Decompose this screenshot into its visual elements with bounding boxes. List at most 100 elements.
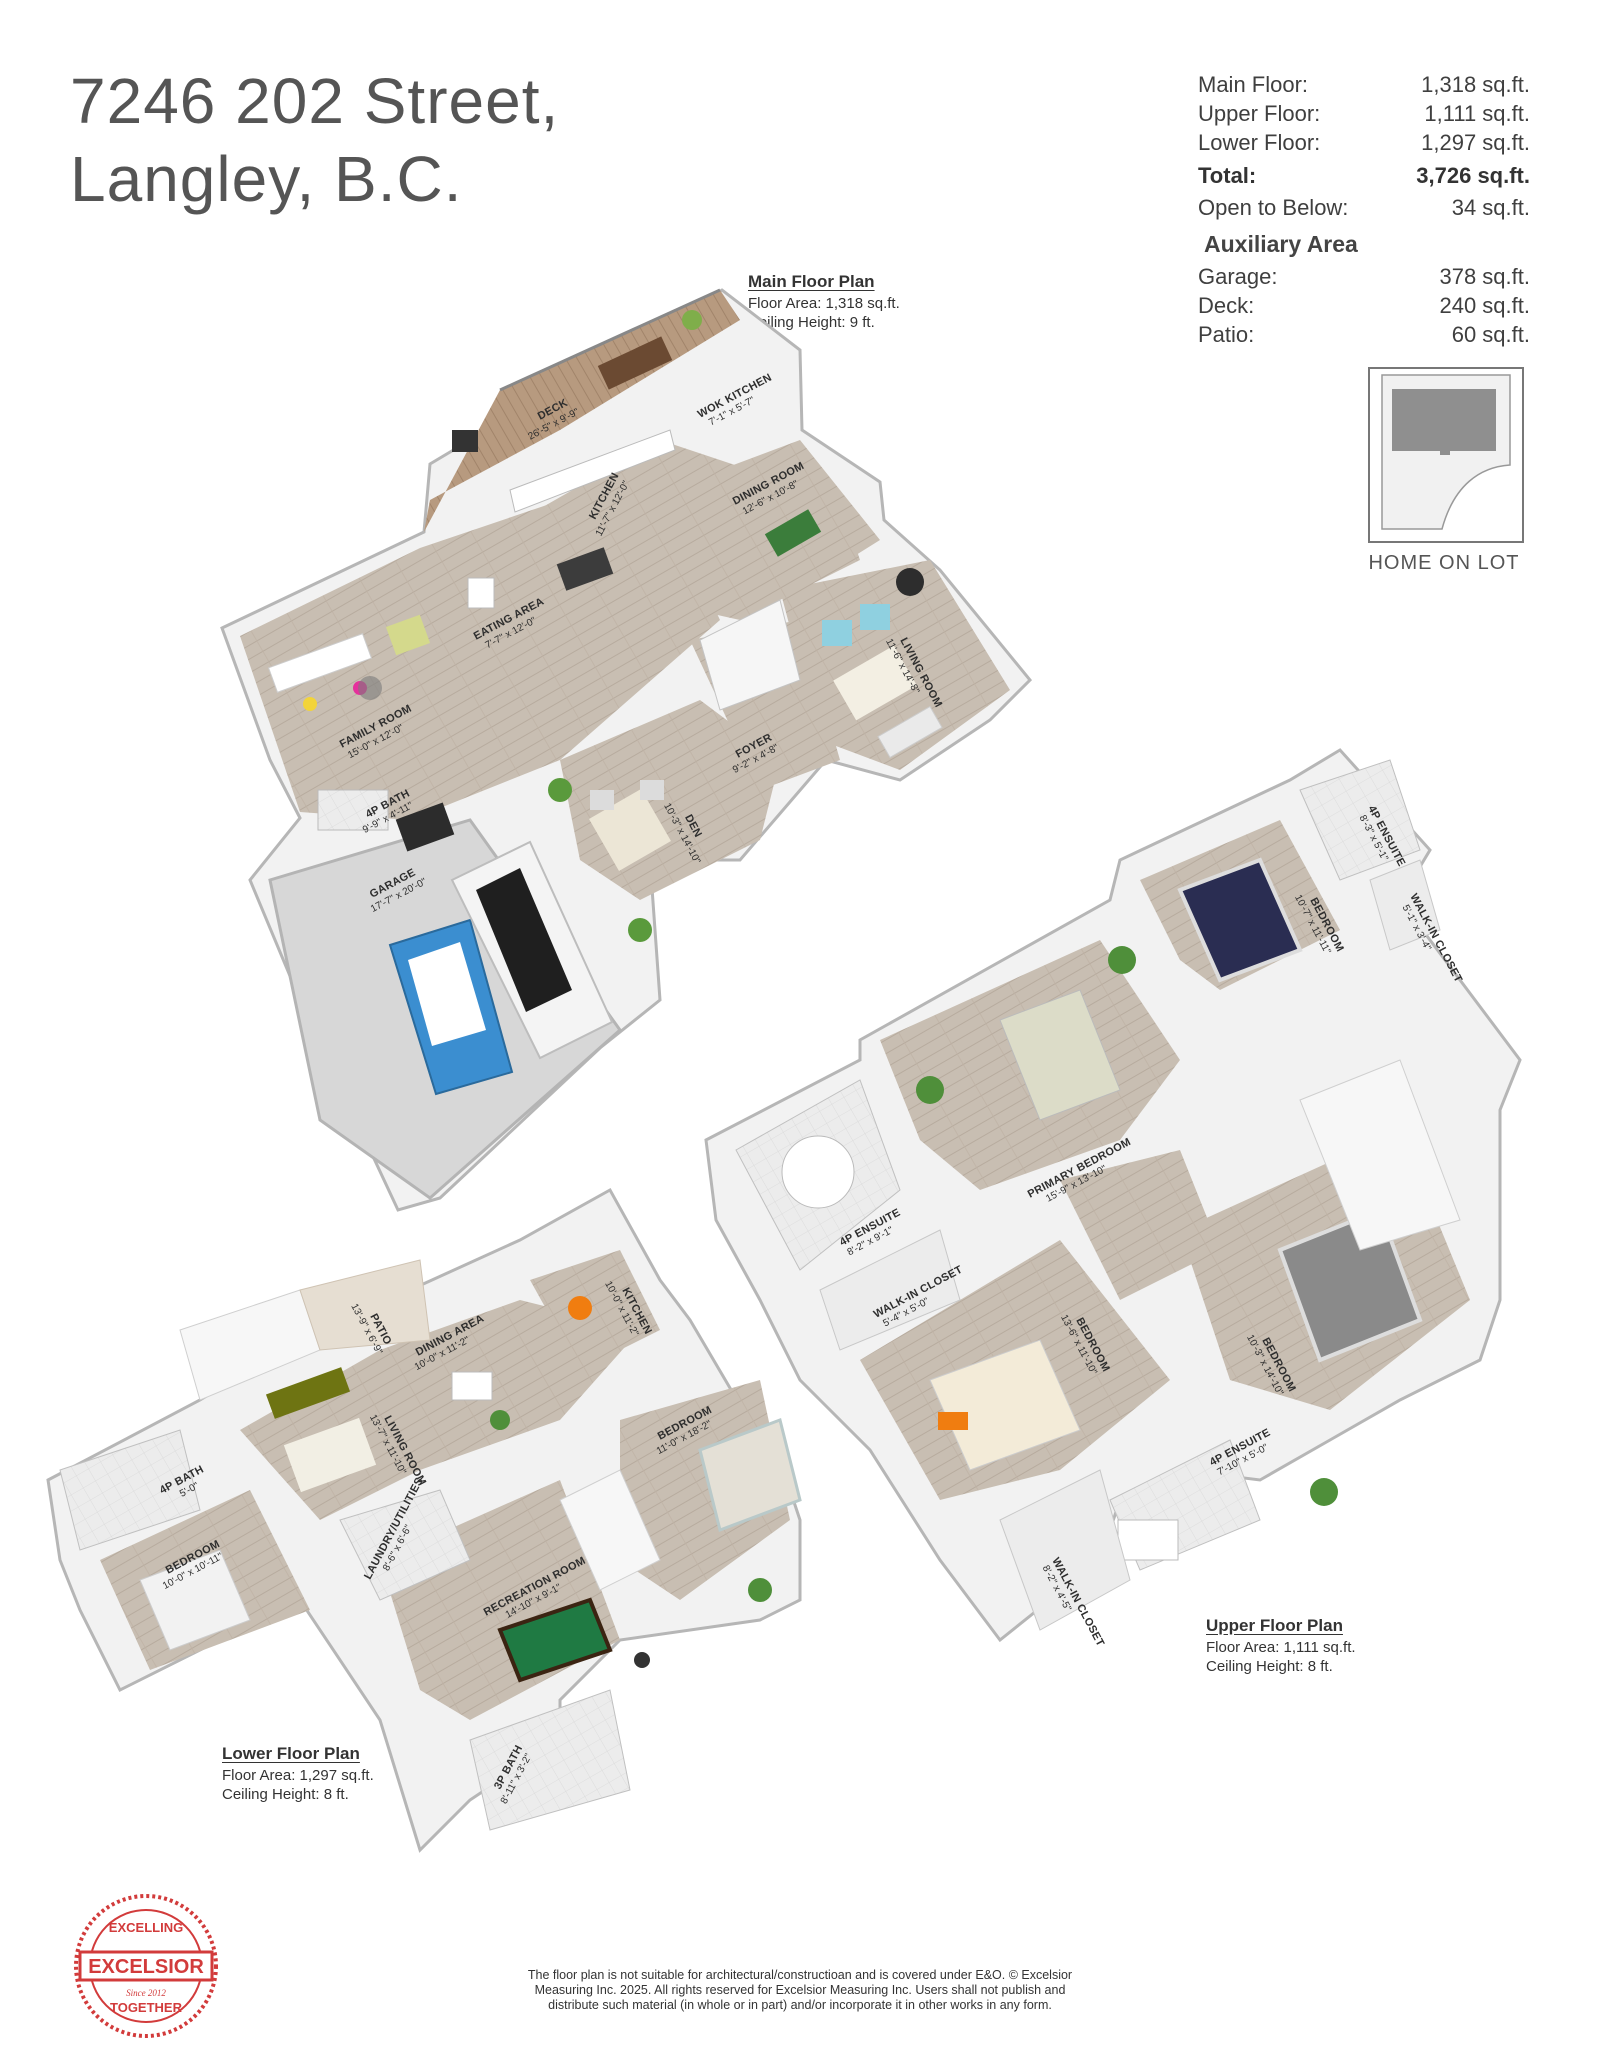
wall-clock — [896, 568, 924, 596]
upper-floor-plan: 4P ENSUITE 8'-3" x 5'-1" BEDROOM 10'-7" … — [704, 748, 1522, 1649]
main-floor-title: Main Floor Plan — [748, 272, 875, 291]
lower-kitchen-stool — [568, 1296, 592, 1320]
lot-caption: HOME ON LOT — [1368, 552, 1520, 574]
main-stairs — [699, 599, 801, 711]
living-chair-2 — [860, 604, 890, 630]
summary-row-lower: Lower Floor: 1,297 sq.ft. — [1198, 128, 1530, 157]
summary-value: 240 sq.ft. — [1439, 293, 1530, 318]
summary-value: 1,111 sq.ft. — [1424, 101, 1530, 126]
disclaimer-line-2: Measuring Inc. 2025. All rights reserved… — [534, 1983, 1066, 1997]
aux-row-deck: Deck: 240 sq.ft. — [1198, 291, 1530, 320]
lower-plant-2 — [490, 1410, 510, 1430]
kitchen-counter — [509, 429, 676, 513]
logo-bottom-text: TOGETHER — [110, 2000, 183, 2015]
area-summary: Main Floor: 1,318 sq.ft. Upper Floor: 1,… — [1198, 70, 1530, 349]
patio-floor — [299, 1259, 431, 1351]
corner-tub — [781, 1135, 855, 1209]
walkin-up2-floor — [999, 1469, 1131, 1631]
living-rug — [833, 645, 917, 721]
summary-label: Lower Floor: — [1198, 130, 1321, 155]
bedroom-up3-bed — [1277, 1207, 1423, 1363]
logo-top-text: EXCELLING — [109, 1920, 183, 1935]
family-sofa — [267, 633, 373, 693]
car-white-roof — [476, 868, 572, 1012]
bedroom-low1-bed — [139, 1549, 251, 1651]
upper-floor-label: Upper Floor Plan Floor Area: 1,111 sq.ft… — [1206, 1616, 1356, 1676]
lower-floor-label: Lower Floor Plan Floor Area: 1,297 sq.ft… — [222, 1744, 374, 1804]
property-address: 7246 202 Street, Langley, B.C. — [70, 62, 559, 218]
summary-label: Patio: — [1198, 322, 1255, 347]
main-floor-label: Main Floor Plan Floor Area: 1,318 sq.ft.… — [748, 272, 900, 332]
logo-outer-ring — [74, 1894, 218, 2038]
bath-3p-floor — [469, 1689, 631, 1831]
den-plant — [548, 778, 572, 802]
family-side-table — [358, 676, 382, 700]
family-armchair — [385, 614, 431, 656]
summary-row-open-to-below: Open to Below: 34 sq.ft. — [1198, 193, 1530, 222]
bedroom-up2-bed — [929, 1339, 1081, 1471]
summary-value: 34 sq.ft. — [1451, 195, 1530, 220]
summary-value: 3,726 sq.ft. — [1416, 163, 1530, 188]
den-plant-2 — [628, 918, 652, 942]
summary-value: 1,318 sq.ft. — [1421, 72, 1530, 97]
summary-label: Open to Below: — [1198, 195, 1349, 220]
dining-table — [764, 509, 822, 557]
main-bath-floor — [317, 789, 389, 831]
summary-row-upper: Upper Floor: 1,111 sq.ft. — [1198, 99, 1530, 128]
summary-value: 378 sq.ft. — [1439, 264, 1530, 289]
walkin-up1-floor — [1369, 859, 1441, 951]
lower-floor-area: Floor Area: 1,297 sq.ft. — [222, 1767, 374, 1784]
den-chair-1 — [590, 790, 614, 810]
upper-floor-ceiling: Ceiling Height: 8 ft. — [1206, 1658, 1333, 1675]
main-floor-ceiling: Ceiling Height: 9 ft. — [748, 314, 875, 331]
summary-value: 60 sq.ft. — [1451, 322, 1530, 347]
upper-floor-title: Upper Floor Plan — [1206, 1616, 1343, 1635]
garage-rack — [395, 802, 455, 852]
summary-label: Upper Floor: — [1198, 101, 1321, 126]
upper-plant-1 — [916, 1076, 944, 1104]
home-on-lot-diagram — [1368, 367, 1524, 543]
bedroom-low2-bed — [698, 1418, 802, 1532]
bar-stool — [634, 1652, 650, 1668]
logo-name: EXCELSIOR — [88, 1956, 204, 1978]
living-chair-1 — [822, 620, 852, 646]
summary-value: 1,297 sq.ft. — [1421, 130, 1530, 155]
address-line-2: Langley, B.C. — [70, 143, 463, 215]
summary-row-total: Total: 3,726 sq.ft. — [1198, 157, 1530, 193]
car-blue-roof — [408, 942, 486, 1046]
primary-bed — [999, 989, 1121, 1121]
auxiliary-heading: Auxiliary Area — [1204, 231, 1358, 257]
bath-lower-floor — [59, 1429, 201, 1551]
living-sofa — [877, 705, 943, 759]
deck-plant — [682, 310, 702, 330]
aux-row-patio: Patio: 60 sq.ft. — [1198, 320, 1530, 349]
bedroom-up1-bed — [1177, 857, 1303, 983]
logo-banner — [78, 1950, 214, 1982]
summary-label: Deck: — [1198, 293, 1255, 318]
lower-floor-ceiling: Ceiling Height: 8 ft. — [222, 1786, 349, 1803]
summary-row-main: Main Floor: 1,318 sq.ft. — [1198, 70, 1530, 99]
pool-table — [497, 1597, 613, 1683]
lower-rug — [283, 1417, 377, 1493]
eating-table — [467, 577, 495, 609]
aux-row-garage: Garage: 378 sq.ft. — [1198, 262, 1530, 291]
summary-label: Main Floor: — [1198, 72, 1309, 97]
lower-dining-table — [451, 1371, 493, 1401]
upper-plant-2 — [1108, 946, 1136, 974]
logo-since: Since 2012 — [126, 1988, 166, 1998]
main-floor-plan: DECK 26'-5" x 9'-9" WOK KITCHEN 7'-1" x … — [220, 288, 1033, 1212]
pillow-yellow — [303, 697, 317, 711]
deck-table — [597, 336, 673, 390]
deck-railing — [499, 288, 721, 392]
bbq-grill — [452, 430, 478, 452]
address-line-1: 7246 202 Street, — [70, 65, 560, 137]
upper-plant-3 — [1310, 1478, 1338, 1506]
lower-plant-1 — [748, 1578, 772, 1602]
disclaimer: The floor plan is not suitable for archi… — [460, 1968, 1140, 2013]
excelsior-logo: EXCELLING EXCELSIOR Since 2012 TOGETHER — [74, 1894, 218, 2038]
house-footprint — [1392, 389, 1496, 451]
summary-label: Total: — [1198, 163, 1257, 188]
disclaimer-line-3: distribute such material (in whole or in… — [548, 1998, 1052, 2012]
laundry-floor — [339, 1489, 471, 1601]
